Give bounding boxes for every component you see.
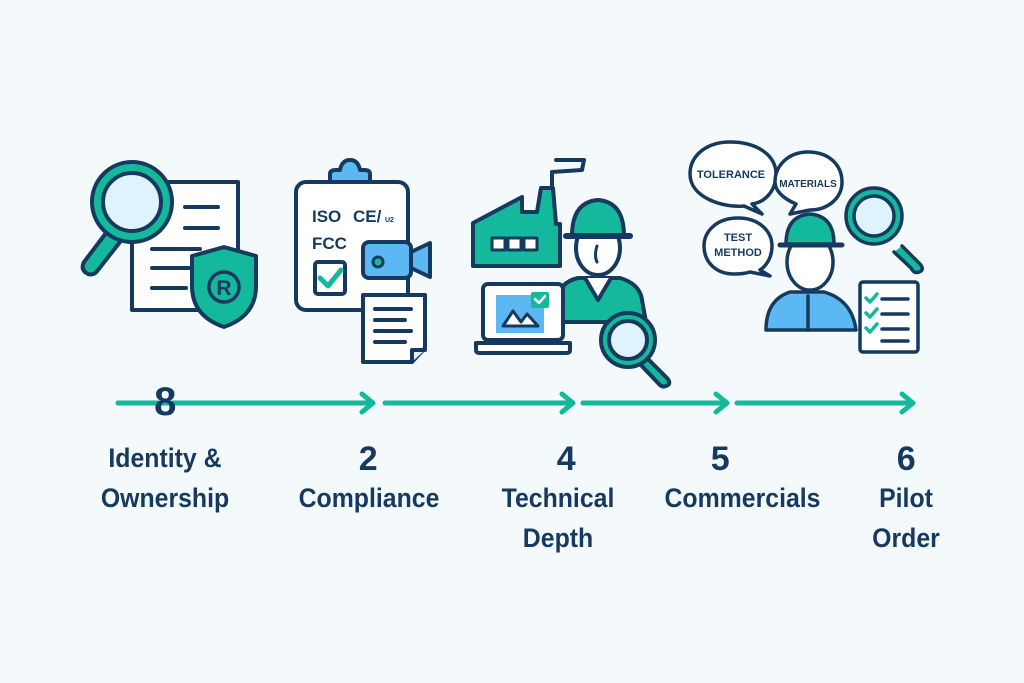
step-label-3-line2: Depth (522, 523, 594, 553)
smoke (550, 158, 586, 187)
hardhat-icon (784, 212, 836, 246)
step-number-2: 2 (358, 440, 378, 478)
svg-text:R: R (216, 277, 231, 300)
step-number-1: 8 (154, 380, 176, 424)
step-number-5: 6 (896, 440, 916, 478)
checkbox-icon (313, 260, 347, 296)
step-label-2-line1: Compliance (298, 483, 440, 513)
registered-mark-icon (207, 270, 241, 304)
step-label-5-line2: Order (872, 523, 940, 553)
arrowhead-3 (713, 391, 730, 415)
speech-bubble-tolerance (688, 140, 778, 216)
step-number-3: 4 (556, 440, 576, 478)
bubble-text-test: TEST (724, 232, 752, 244)
arrowhead-4 (899, 391, 916, 415)
bubble-text-tolerance: TOLERANCE (697, 169, 765, 181)
shield-icon (190, 245, 258, 329)
ce-label: CE/ (353, 207, 382, 226)
handle (80, 231, 122, 277)
magnifier-handle (892, 244, 924, 275)
step-label-1-line2: Ownership (100, 483, 230, 513)
engineer-body (764, 290, 858, 332)
bubble-text-materials: MATERIALS (779, 179, 837, 190)
arrowhead-1 (359, 391, 376, 415)
u2-label: U2 (385, 217, 394, 224)
magnifier-handle (636, 355, 672, 389)
step-number-4: 5 (710, 440, 730, 478)
bubble-text-method: METHOD (714, 247, 762, 259)
speech-bubble-test-method (702, 216, 774, 278)
clipboard-clip (328, 158, 372, 184)
speech-bubble-materials (773, 150, 844, 216)
iso-label: ISO (312, 207, 341, 226)
step-label-4-line1: Commercials (664, 483, 821, 513)
arrowhead-2 (559, 391, 576, 415)
fcc-label: FCC (312, 234, 347, 253)
step-label-5-line1: Pilot (879, 483, 933, 513)
step-label-1-line1: Identity & (108, 443, 222, 473)
step-label-3-line1: Technical (501, 483, 615, 513)
hardhat-icon (570, 198, 626, 238)
